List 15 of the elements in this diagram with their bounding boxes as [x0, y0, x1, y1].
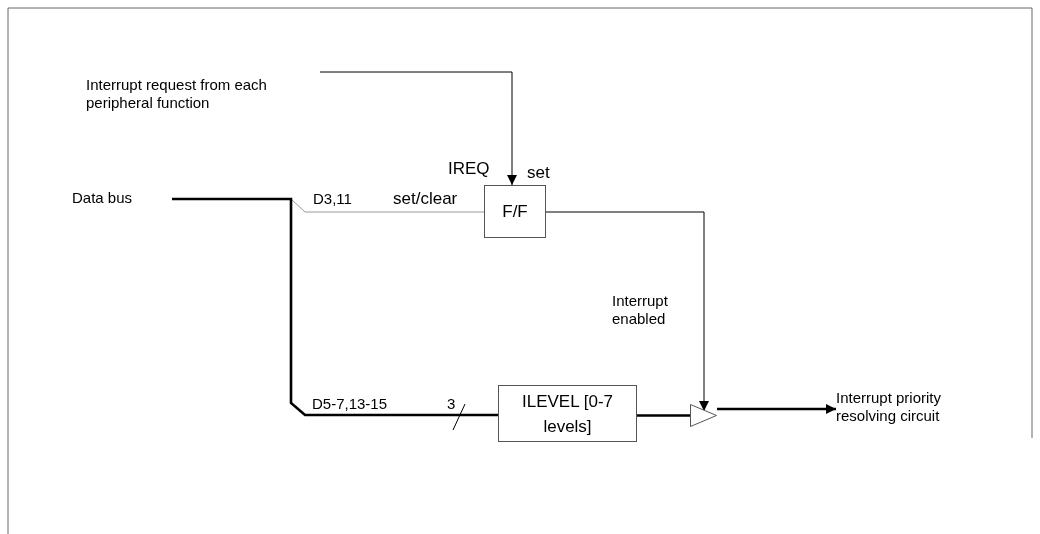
connector: [172, 197, 498, 417]
register-box: ILEVEL [0-7 levels]: [498, 385, 637, 442]
connector: [319, 71, 517, 186]
signal-label: Data bus: [72, 189, 164, 209]
signal-name: set: [527, 164, 550, 182]
connector: [545, 211, 709, 412]
signal-name: 3: [447, 395, 456, 413]
signal-name: IREQ: [448, 160, 490, 178]
connector: [637, 414, 690, 417]
signal-label: Interrupt request from each peripheral function: [86, 76, 326, 116]
connector: [717, 404, 836, 414]
signal-name: set/clear: [393, 190, 458, 208]
buffer-triangle: [690, 404, 717, 427]
register-box: F/F: [484, 185, 546, 238]
signal-label: Interrupt priority resolving circuit: [836, 389, 996, 429]
